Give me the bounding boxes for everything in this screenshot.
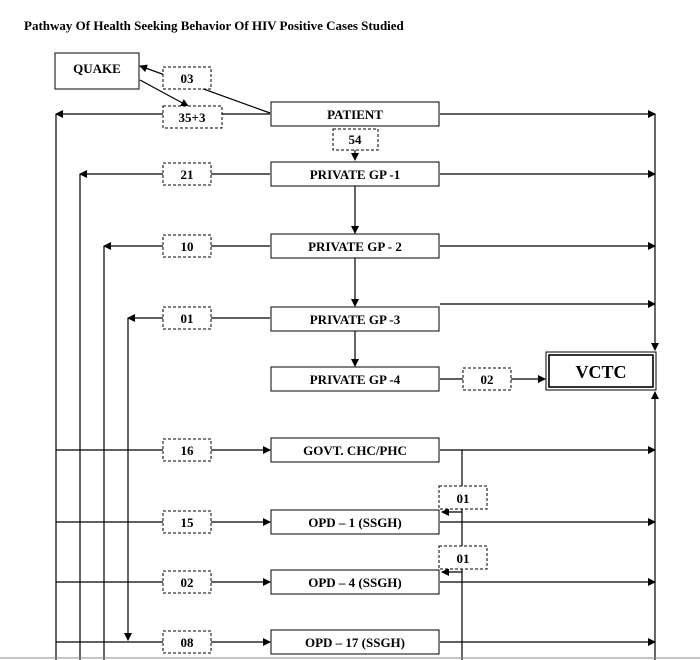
diagram-title: Pathway Of Health Seeking Behavior Of HI… <box>24 18 404 33</box>
svg-text:16: 16 <box>181 443 195 458</box>
opd4-label: OPD – 4 (SSGH) <box>308 575 402 590</box>
svg-text:54: 54 <box>349 132 363 147</box>
opd1-label: OPD – 1 (SSGH) <box>308 515 402 530</box>
patient-node: PATIENT <box>270 101 440 127</box>
svg-text:01: 01 <box>457 551 470 566</box>
count-govt-opd4: 01 <box>438 545 488 570</box>
count-opd17-in: 08 <box>162 630 212 654</box>
count-govt-in: 16 <box>162 438 212 462</box>
gp4-label: PRIVATE GP -4 <box>310 372 401 387</box>
opd17-node: OPD – 17 (SSGH) <box>270 629 440 655</box>
gp3-label: PRIVATE GP -3 <box>310 312 401 327</box>
svg-text:02: 02 <box>481 372 494 387</box>
count-opd4-in: 02 <box>162 570 212 594</box>
svg-text:10: 10 <box>181 239 194 254</box>
svg-text:08: 08 <box>181 635 195 650</box>
quake-node: QUAKE <box>54 52 140 90</box>
gp4-node: PRIVATE GP -4 <box>270 366 440 392</box>
opd17-label: OPD – 17 (SSGH) <box>305 635 405 650</box>
count-govt-opd1: 01 <box>438 485 488 510</box>
govt-node: GOVT. CHC/PHC <box>270 437 440 463</box>
svg-text:03: 03 <box>181 71 195 86</box>
opd1-node: OPD – 1 (SSGH) <box>270 509 440 535</box>
count-to-quake: 35+3 <box>162 105 223 129</box>
gp1-node: PRIVATE GP -1 <box>270 161 440 187</box>
quake-to-line-arrow <box>139 79 189 107</box>
gp2-label: PRIVATE GP - 2 <box>308 239 402 254</box>
opd4-node: OPD – 4 (SSGH) <box>270 569 440 595</box>
svg-text:21: 21 <box>181 167 194 182</box>
count-to-gp1: 54 <box>332 128 379 151</box>
count-quake-return: 03 <box>162 66 212 90</box>
vctc-label: VCTC <box>575 362 626 382</box>
gp2-node: PRIVATE GP - 2 <box>270 233 440 259</box>
govt-label: GOVT. CHC/PHC <box>303 443 407 458</box>
svg-text:01: 01 <box>181 311 194 326</box>
svg-text:01: 01 <box>457 491 470 506</box>
gp3-node: PRIVATE GP -3 <box>270 306 440 332</box>
svg-text:15: 15 <box>181 515 195 530</box>
quake-label: QUAKE <box>73 61 121 76</box>
vctc-node: VCTC <box>545 351 657 391</box>
patient-label: PATIENT <box>327 107 383 122</box>
count-gp2-out: 10 <box>162 234 212 258</box>
count-gp3-out: 01 <box>162 306 212 330</box>
svg-text:02: 02 <box>181 575 194 590</box>
count-gp4-vctc: 02 <box>462 367 512 391</box>
count-opd1-in: 15 <box>162 510 212 534</box>
gp1-label: PRIVATE GP -1 <box>310 167 401 182</box>
svg-text:35+3: 35+3 <box>179 110 206 125</box>
count-gp1-out: 21 <box>162 162 212 186</box>
